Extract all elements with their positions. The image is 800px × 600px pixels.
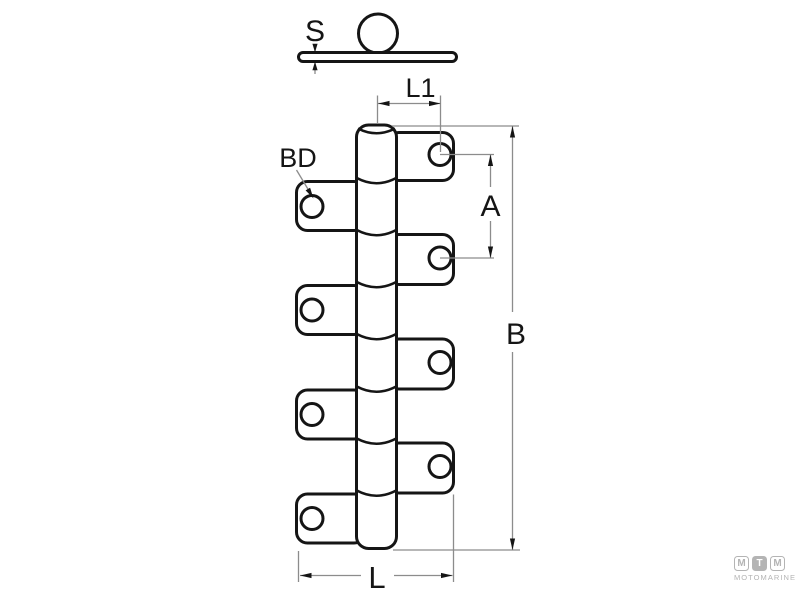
dim-a-label: A (480, 190, 500, 223)
dim-l-arrow-right (441, 572, 453, 579)
top-profile-view: S (297, 12, 458, 74)
hole-left-2 (299, 297, 325, 323)
logo-box-m2: M (770, 556, 785, 571)
barrel-top-cap-arc (357, 127, 396, 135)
dim-bd: BD (279, 143, 317, 199)
dim-l1-arrow-right (429, 100, 441, 107)
dim-bd-arrow (305, 187, 314, 199)
dim-l: L (297, 494, 455, 595)
main-front-view (295, 123, 455, 550)
dim-a-arrow-down (487, 246, 494, 258)
dim-l-arrow-left (300, 572, 312, 579)
dim-a-arrow-up (487, 154, 494, 166)
dim-b: B (392, 125, 527, 551)
dim-s-arrow-down (312, 43, 318, 53)
dim-l-label: L (368, 560, 385, 595)
mounting-holes (299, 142, 453, 531)
hole-left-3 (299, 402, 325, 427)
dim-b-arrow-up (509, 126, 516, 138)
logo-box-m1: M (734, 556, 749, 571)
dim-s-arrow-up (312, 61, 318, 71)
mtm-motomarine-logo: M T M MOTOMARINE (734, 556, 796, 582)
dim-s-label: S (305, 15, 325, 48)
dim-b-label: B (506, 318, 526, 351)
dim-l1: L1 (376, 73, 442, 152)
dim-bd-label: BD (279, 143, 317, 173)
dim-b-arrow-down (509, 538, 516, 550)
hole-right-4 (427, 454, 453, 479)
logo-name: MOTOMARINE (734, 573, 797, 582)
logo-box-t: T (752, 556, 767, 571)
hole-left-4 (299, 506, 325, 531)
logo-letter-boxes: M T M (734, 556, 785, 571)
knuckle-separator-arcs (356, 176, 397, 498)
dim-l1-arrow-left (378, 100, 390, 107)
hole-left-1 (299, 194, 325, 219)
hole-right-3 (427, 350, 453, 375)
dim-l1-label: L1 (405, 73, 435, 103)
plate-section-bar (297, 51, 458, 63)
dim-a: A (440, 153, 504, 259)
barrel-section-circle (357, 12, 399, 55)
dim-s: S (305, 15, 325, 74)
